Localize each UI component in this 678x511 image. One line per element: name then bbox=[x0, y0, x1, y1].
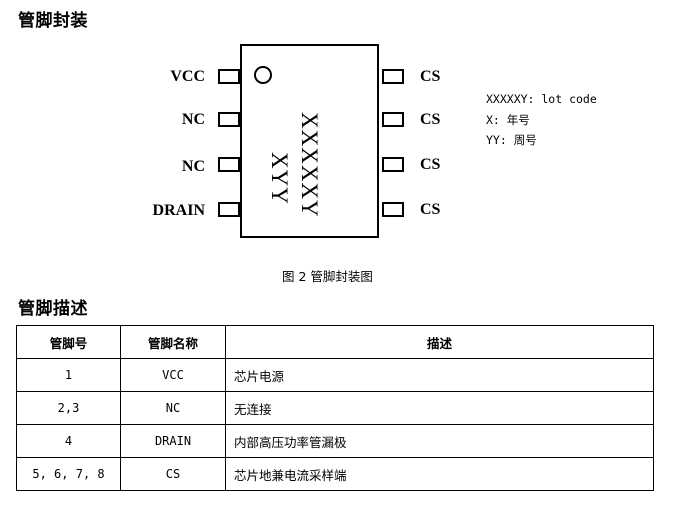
cell-pin-number: 5, 6, 7, 8 bbox=[16, 457, 121, 491]
pin-description-table: 管脚号 管脚名称 描述 1 VCC 芯片电源 2,3 NC 无连接 4 DRAI… bbox=[16, 325, 654, 491]
pin-right-5 bbox=[382, 202, 404, 217]
table-row: 5, 6, 7, 8 CS 芯片地兼电流采样端 bbox=[16, 457, 654, 491]
pin1-indicator-dot bbox=[254, 66, 272, 84]
pin-label-cs-7: CS bbox=[420, 111, 441, 128]
header-description: 描述 bbox=[225, 325, 654, 359]
pin-right-8 bbox=[382, 69, 404, 84]
cell-pin-number: 2,3 bbox=[16, 391, 121, 425]
pin-left-3 bbox=[218, 157, 240, 172]
cell-pin-name: VCC bbox=[120, 358, 226, 392]
pin-right-7 bbox=[382, 112, 404, 127]
pin-label-cs-5: CS bbox=[420, 201, 441, 218]
table-row: 2,3 NC 无连接 bbox=[16, 391, 654, 425]
pin-left-2 bbox=[218, 112, 240, 127]
cell-pin-number: 1 bbox=[16, 358, 121, 392]
cell-description: 无连接 bbox=[225, 391, 654, 425]
chip-marking-date: XYY bbox=[267, 152, 292, 205]
pin-label-vcc: VCC bbox=[170, 68, 205, 85]
legend-lot-code: XXXXXY: lot code bbox=[486, 92, 597, 106]
header-pin-name: 管脚名称 bbox=[120, 325, 226, 359]
legend-year: X: 年号 bbox=[486, 113, 530, 127]
cell-pin-name: DRAIN bbox=[120, 424, 226, 458]
table-header-row: 管脚号 管脚名称 描述 bbox=[16, 325, 654, 359]
table-row: 4 DRAIN 内部高压功率管漏极 bbox=[16, 424, 654, 458]
pin-right-6 bbox=[382, 157, 404, 172]
pin-label-drain: DRAIN bbox=[152, 202, 205, 219]
pin-label-cs-6: CS bbox=[420, 156, 441, 173]
cell-description: 内部高压功率管漏极 bbox=[225, 424, 654, 458]
header-pin-number: 管脚号 bbox=[16, 325, 121, 359]
pin-left-1 bbox=[218, 69, 240, 84]
cell-pin-name: CS bbox=[120, 457, 226, 491]
chip-package-outline bbox=[240, 44, 379, 238]
table-row: 1 VCC 芯片电源 bbox=[16, 358, 654, 392]
legend-week: YY: 周号 bbox=[486, 133, 537, 147]
cell-pin-number: 4 bbox=[16, 424, 121, 458]
section-title-description: 管脚描述 bbox=[18, 299, 88, 319]
figure-caption: 图 2 管脚封装图 bbox=[282, 269, 373, 284]
pin-label-cs-8: CS bbox=[420, 68, 441, 85]
pin-label-nc-1: NC bbox=[181, 111, 205, 128]
cell-pin-name: NC bbox=[120, 391, 226, 425]
cell-description: 芯片电源 bbox=[225, 358, 654, 392]
pin-label-nc-2: NC bbox=[181, 158, 205, 175]
pin-left-4 bbox=[218, 202, 240, 217]
cell-description: 芯片地兼电流采样端 bbox=[225, 457, 654, 491]
chip-marking-lot: XXXXXY bbox=[297, 112, 322, 218]
section-title-package: 管脚封装 bbox=[18, 11, 88, 31]
